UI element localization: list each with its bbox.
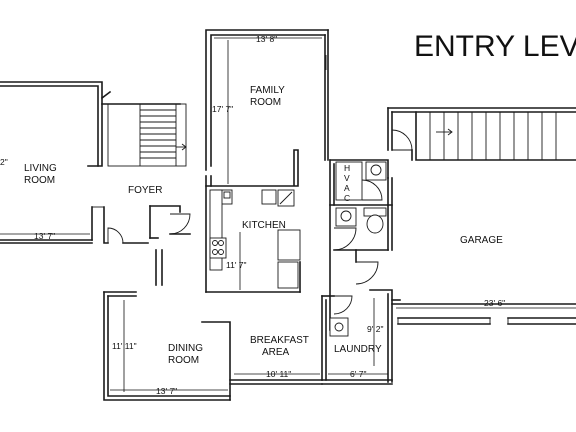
laundry-label: LAUNDRY [334,344,382,355]
living-width-dim: 13' 7" [34,231,55,241]
kitchen-counters [205,149,301,293]
laundry-depth-dim: 9' 2" [367,324,383,334]
family-room-label-2: ROOM [250,97,281,108]
dining-room-label-1: DINING [168,343,203,354]
foyer-stairs [107,103,187,167]
foyer-entry-door [107,227,149,244]
garage-door [397,317,576,325]
hvac-a: A [344,183,350,193]
hvac-h: H [344,163,350,173]
garage-label: GARAGE [460,235,503,246]
kitchen-depth-dim: 11' 7" [226,260,247,270]
living-room-label-2: ROOM [24,175,55,186]
foyer-closet [149,205,191,239]
plan-title: ENTRY LEV [414,30,576,63]
family-depth-dim: 17' 7" [212,104,233,114]
foyer-label: FOYER [128,185,162,196]
hvac-v: V [344,173,350,183]
powder-room [329,177,393,285]
breakfast-label-1: BREAKFAST [250,335,309,346]
living-room-label-1: LIVING [24,163,57,174]
garage-walls [387,107,576,305]
laundry-room [321,289,393,383]
dining-room-label-2: ROOM [168,355,199,366]
dining-walls [103,291,323,401]
hvac-closet [329,159,389,331]
breakfast-width-dim: 10' 11" [266,369,291,379]
dining-depth-dim: 11' 11" [112,341,137,351]
family-room-walls [205,29,329,293]
kitchen-label: KITCHEN [242,220,286,231]
laundry-width-dim: 6' 7" [350,369,366,379]
garage-width-dim: 23' 6" [484,298,505,308]
family-width-dim: 13' 8" [256,34,277,44]
breakfast-label-2: AREA [262,347,290,358]
foyer-window [155,249,163,286]
living-depth-dim: 2" [0,157,8,167]
family-room-label-1: FAMILY [250,85,285,96]
dining-width-dim: 13' 7" [156,386,177,396]
hvac-c: C [344,193,350,203]
garage-stairs [415,111,576,161]
